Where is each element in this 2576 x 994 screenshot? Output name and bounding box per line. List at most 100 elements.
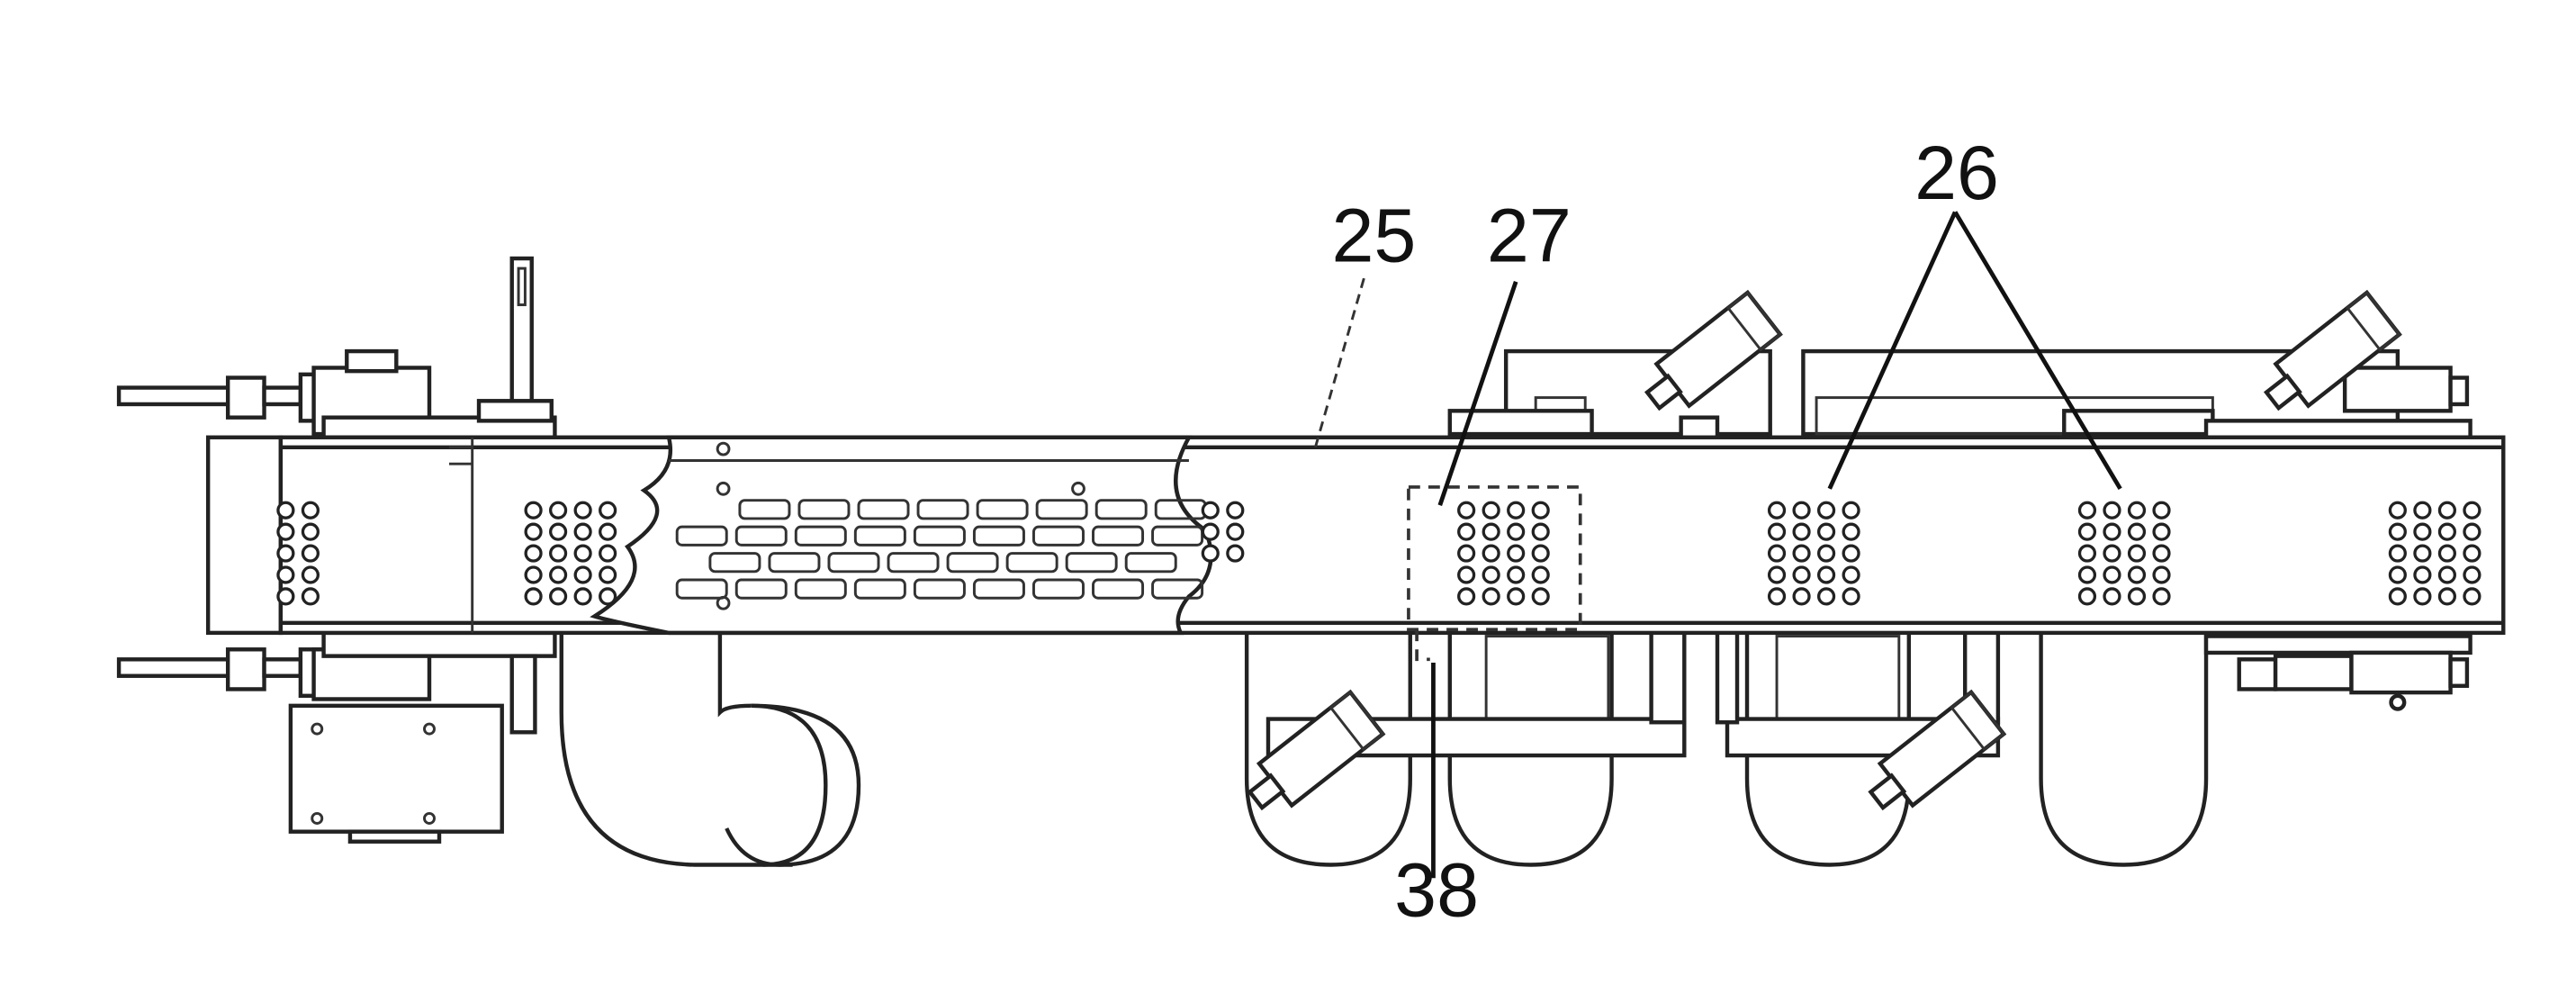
- perforation-hole: [1819, 502, 1834, 518]
- perforation-hole: [551, 546, 566, 561]
- perforation-hole: [1794, 524, 1809, 539]
- perforation-hole: [1770, 502, 1785, 518]
- perforation-hole: [1819, 524, 1834, 539]
- ref-label-26: 26: [1914, 130, 1999, 215]
- perforation-hole: [1483, 546, 1499, 561]
- perforation-hole: [526, 524, 541, 539]
- perforation-hole: [1843, 502, 1859, 518]
- perforation-hole: [1770, 567, 1785, 583]
- perforation-hole: [1509, 502, 1524, 518]
- perforation-hole: [1509, 589, 1524, 604]
- perforation-hole: [1202, 546, 1218, 561]
- perforation-hole: [575, 567, 590, 583]
- perforation-hole: [2439, 589, 2454, 604]
- perforation-hole: [1509, 567, 1524, 583]
- perforation-hole: [2154, 524, 2169, 539]
- perforation-hole: [1533, 502, 1548, 518]
- perforation-hole: [1819, 567, 1834, 583]
- perforation-hole: [1459, 502, 1474, 518]
- perforation-hole: [2464, 502, 2480, 518]
- perforation-hole: [526, 589, 541, 604]
- perforation-hole: [2390, 589, 2405, 604]
- perforation-hole: [575, 502, 590, 518]
- perforation-hole: [2104, 589, 2120, 604]
- cutaway-section: [594, 438, 1211, 633]
- perforation-hole: [2080, 524, 2095, 539]
- perforation-hole: [2130, 546, 2145, 561]
- perforation-hole: [1770, 546, 1785, 561]
- perforation-hole: [278, 524, 293, 539]
- perforation-hole: [551, 524, 566, 539]
- perforation-hole: [1459, 524, 1474, 539]
- perforation-hole: [2415, 524, 2430, 539]
- left-upper-pulley: [119, 351, 554, 438]
- perforation-hole: [1228, 524, 1243, 539]
- perforation-hole: [1228, 502, 1243, 518]
- perforation-hole: [2415, 502, 2430, 518]
- perforation-hole: [2390, 502, 2405, 518]
- perforation-hole: [302, 524, 318, 539]
- perforation-hole: [551, 567, 566, 583]
- perforation-hole: [1509, 546, 1524, 561]
- perforation-hole: [1794, 567, 1809, 583]
- perforation-hole: [600, 589, 616, 604]
- vertical-rod: [479, 258, 552, 420]
- perforation-hole: [302, 589, 318, 604]
- ref-label-27: 27: [1487, 193, 1572, 278]
- perforation-hole: [1770, 589, 1785, 604]
- perforation-hole: [2439, 546, 2454, 561]
- perforation-hole: [1819, 589, 1834, 604]
- perforation-hole: [2390, 524, 2405, 539]
- perforation-hole: [2130, 567, 2145, 583]
- perforation-hole: [2080, 546, 2095, 561]
- perforation-hole: [575, 589, 590, 604]
- perforation-hole: [600, 567, 616, 583]
- perforation-hole: [2415, 589, 2430, 604]
- perforation-hole: [2464, 589, 2480, 604]
- gearbox: [291, 706, 502, 842]
- perforation-hole: [551, 589, 566, 604]
- perforation-hole: [2415, 546, 2430, 561]
- perforation-hole: [1483, 502, 1499, 518]
- perforation-hole: [1794, 589, 1809, 604]
- perforation-hole: [2439, 524, 2454, 539]
- perforation-hole: [2104, 524, 2120, 539]
- perforation-hole: [2154, 546, 2169, 561]
- perforation-hole: [2154, 502, 2169, 518]
- perforation-hole: [302, 567, 318, 583]
- perforation-hole: [1843, 567, 1859, 583]
- perforation-hole: [2080, 567, 2095, 583]
- perforation-hole: [1843, 546, 1859, 561]
- perforation-hole: [1483, 524, 1499, 539]
- perforation-hole: [1533, 524, 1548, 539]
- perforation-hole: [1228, 546, 1243, 561]
- perforation-hole: [1483, 567, 1499, 583]
- perforation-hole: [278, 567, 293, 583]
- perforation-hole: [1770, 524, 1785, 539]
- perforation-hole: [551, 502, 566, 518]
- perforation-hole: [2130, 524, 2145, 539]
- ref-label-25: 25: [1331, 193, 1416, 278]
- perforation-hole: [1459, 546, 1474, 561]
- perforation-hole: [600, 524, 616, 539]
- perforation-hole: [2080, 502, 2095, 518]
- perforation-hole: [2104, 502, 2120, 518]
- perforation-hole: [526, 502, 541, 518]
- perforation-hole: [278, 502, 293, 518]
- lower-vessels: [1247, 629, 2206, 864]
- perforation-hole: [1483, 589, 1499, 604]
- perforation-hole: [2104, 546, 2120, 561]
- perforation-hole: [526, 546, 541, 561]
- perforation-hole: [2390, 567, 2405, 583]
- perforation-hole: [2104, 567, 2120, 583]
- perforation-hole: [1202, 524, 1218, 539]
- perforation-hole: [526, 567, 541, 583]
- perforation-hole: [302, 502, 318, 518]
- perforation-hole: [2390, 546, 2405, 561]
- perforation-hole: [1202, 502, 1218, 518]
- perforation-hole: [1794, 502, 1809, 518]
- perforation-hole: [2130, 502, 2145, 518]
- perforation-hole: [575, 546, 590, 561]
- perforation-hole: [1843, 524, 1859, 539]
